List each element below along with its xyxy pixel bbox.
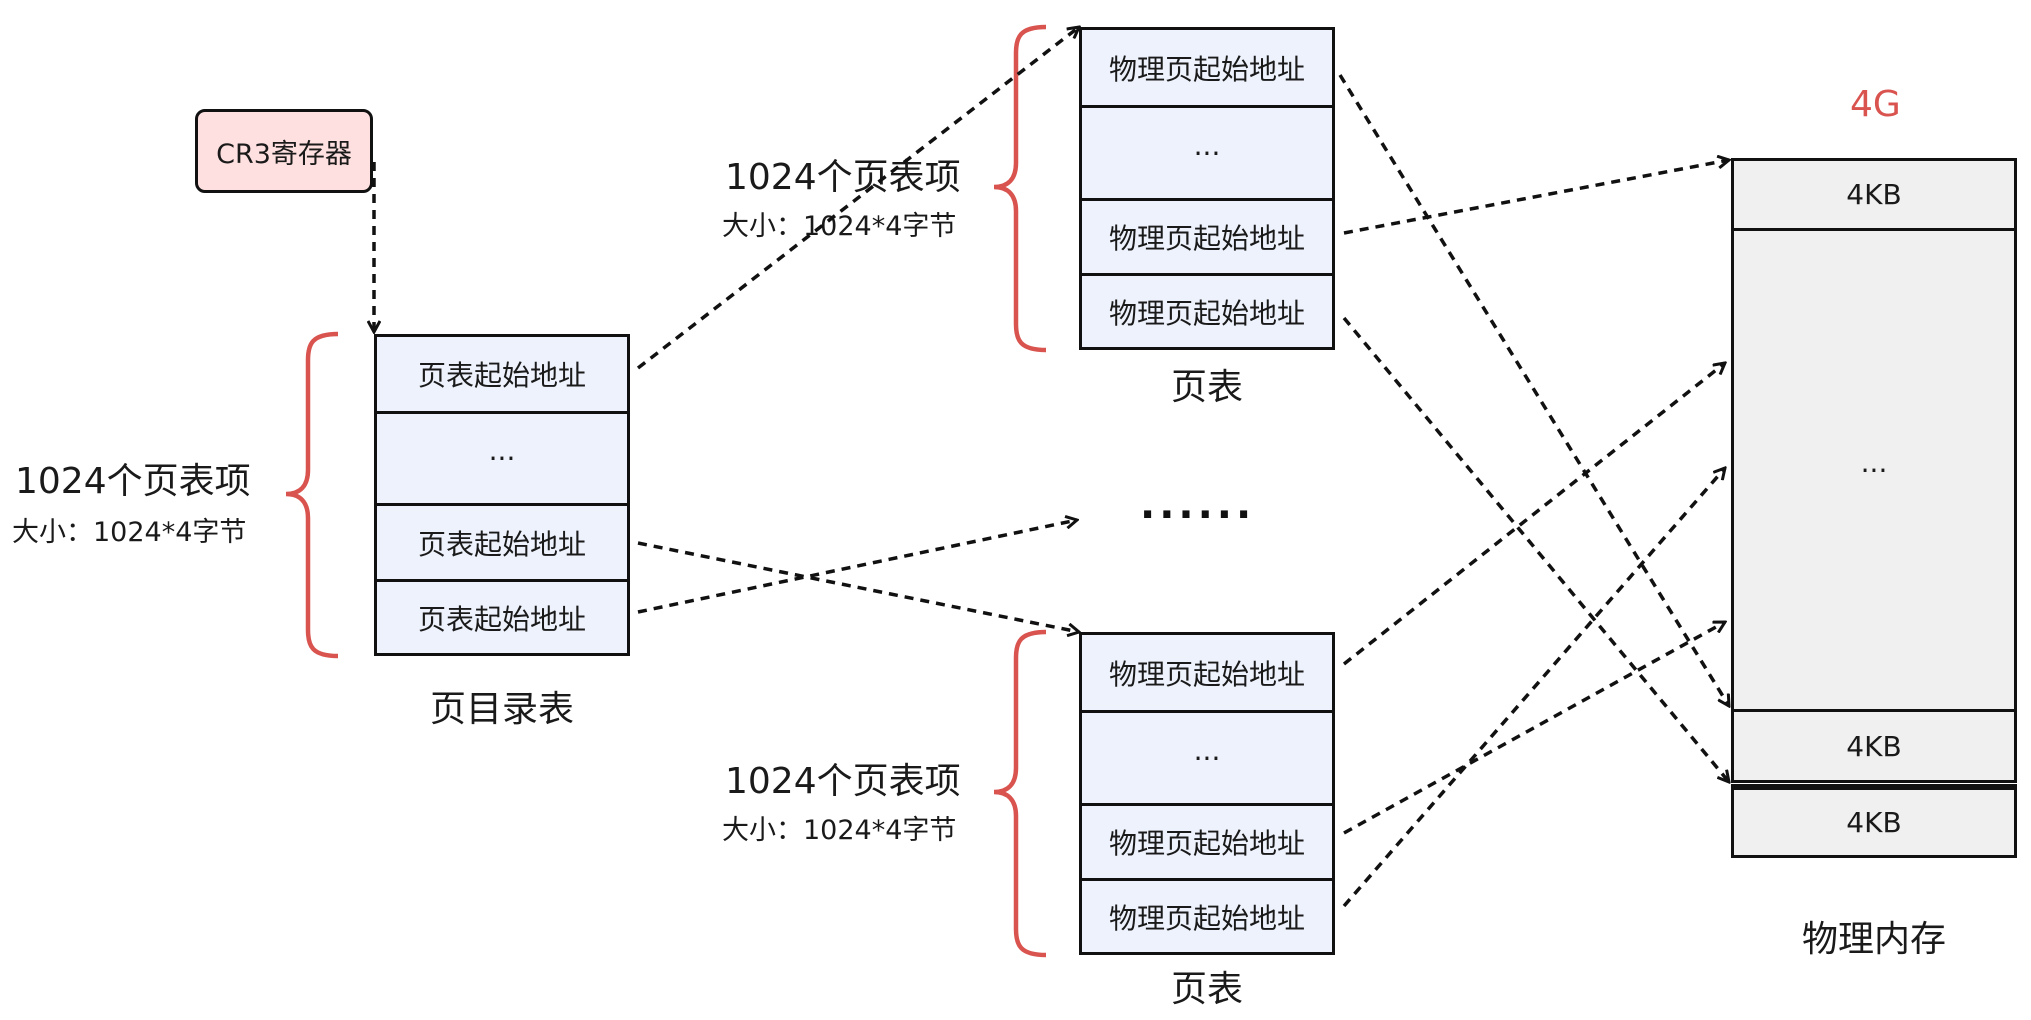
page-table-bottom-size-label: 大小：1024*4字节 bbox=[722, 815, 957, 846]
more-page-tables-ellipsis: ······ bbox=[1140, 492, 1256, 538]
page-table-top: 物理页起始地址 ··· 物理页起始地址 物理页起始地址 bbox=[1079, 27, 1335, 350]
page-directory-brace bbox=[285, 331, 339, 659]
page-directory-size-label: 大小：1024*4字节 bbox=[12, 517, 247, 548]
directory-to-bottom-table-arrow bbox=[637, 541, 1079, 632]
directory-to-middle-arrow bbox=[637, 520, 1077, 614]
memory-block-label: 4KB bbox=[1846, 806, 1902, 839]
page-directory-entry-ellipsis: ··· bbox=[377, 414, 627, 506]
memory-block-lower: 4KB bbox=[1731, 709, 2017, 783]
page-directory-table: 页表起始地址 ··· 页表起始地址 页表起始地址 bbox=[374, 334, 630, 656]
page-table-top-entry: 物理页起始地址 bbox=[1108, 296, 1305, 330]
page-table-bottom-count-label: 1024个页表项 bbox=[725, 761, 961, 802]
page-table-top-count-label: 1024个页表项 bbox=[725, 157, 961, 198]
page-table-top-brace bbox=[993, 24, 1047, 353]
page-table-top-entry: 物理页起始地址 bbox=[1082, 201, 1332, 276]
physical-memory-caption: 物理内存 bbox=[1801, 919, 1946, 960]
memory-block-label: 4KB bbox=[1846, 178, 1902, 211]
top-table-entry3-arrow bbox=[1343, 160, 1729, 235]
page-directory-entry: 页表起始地址 bbox=[417, 602, 586, 636]
page-table-bottom-entry-ellipsis: ··· bbox=[1082, 713, 1332, 806]
page-table-bottom: 物理页起始地址 ··· 物理页起始地址 物理页起始地址 bbox=[1079, 632, 1335, 955]
bottom-table-entry1-arrow bbox=[1342, 363, 1725, 666]
page-table-bottom-caption: 页表 bbox=[1170, 969, 1243, 1010]
memory-block-middle: ··· bbox=[1731, 228, 2017, 712]
memory-block-top: 4KB bbox=[1731, 158, 2017, 231]
bottom-table-entry3-arrow bbox=[1343, 620, 1725, 835]
memory-4g-label: 4G bbox=[1850, 84, 1901, 125]
cr3-register-box: CR3寄存器 bbox=[195, 109, 373, 193]
top-table-entry1-arrow bbox=[1338, 74, 1729, 706]
page-directory-caption: 页目录表 bbox=[429, 689, 574, 730]
cr3-register-label: CR3寄存器 bbox=[216, 138, 352, 170]
memory-block-ellipsis: ··· bbox=[1860, 453, 1888, 487]
page-table-top-entry-ellipsis: ··· bbox=[1082, 108, 1332, 201]
page-table-top-entry: 物理页起始地址 bbox=[1082, 30, 1332, 108]
page-table-top-caption: 页表 bbox=[1170, 367, 1243, 408]
top-table-entry4-arrow bbox=[1342, 316, 1729, 782]
memory-block-label: 4KB bbox=[1846, 729, 1902, 763]
bottom-table-entry4-arrow bbox=[1342, 468, 1725, 908]
page-table-bottom-entry: 物理页起始地址 bbox=[1082, 806, 1332, 881]
page-table-bottom-entry: 物理页起始地址 bbox=[1082, 635, 1332, 713]
page-table-bottom-brace bbox=[993, 629, 1047, 958]
page-table-bottom-entry: 物理页起始地址 bbox=[1108, 901, 1305, 935]
memory-block-bottom: 4KB bbox=[1731, 784, 2017, 858]
page-directory-entry: 页表起始地址 bbox=[377, 506, 627, 582]
page-directory-count-label: 1024个页表项 bbox=[15, 461, 251, 502]
page-table-top-size-label: 大小：1024*4字节 bbox=[722, 211, 957, 242]
page-directory-entry: 页表起始地址 bbox=[377, 337, 627, 414]
